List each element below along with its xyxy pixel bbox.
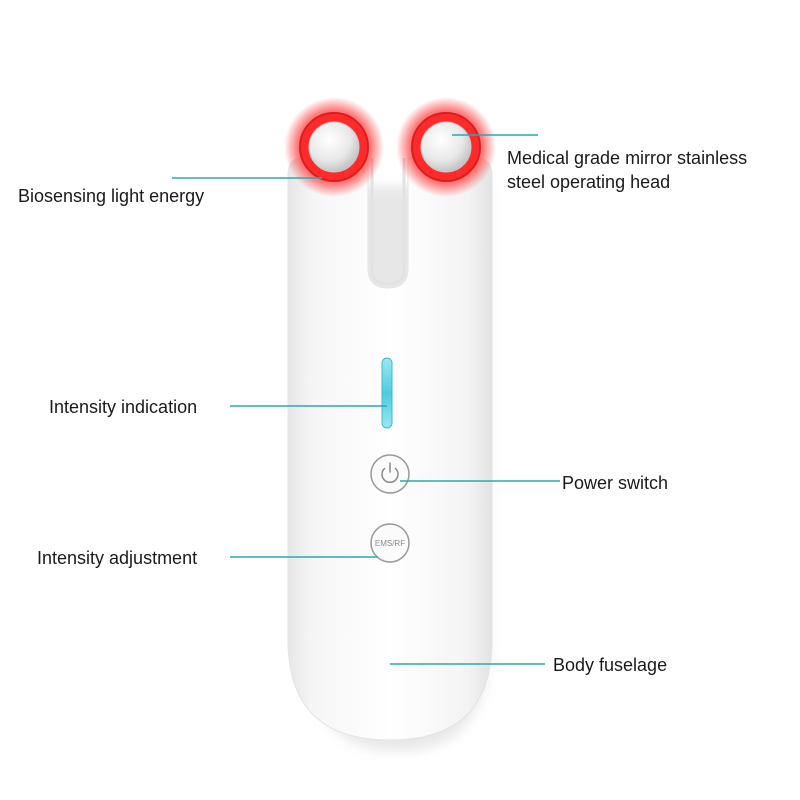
ems-rf-button[interactable] [370, 523, 410, 563]
ems-rf-button-label: EMS/RF [375, 539, 405, 548]
left-steel-head [308, 121, 360, 173]
right-steel-head [420, 121, 472, 173]
intensity-indicator-bar [381, 357, 393, 429]
label-mirror-line2: steel operating head [507, 172, 670, 192]
slot-shadow [370, 158, 406, 286]
label-body-fuselage: Body fuselage [553, 655, 667, 675]
power-icon [381, 462, 399, 483]
label-intensity-indication: Intensity indication [49, 397, 197, 417]
power-button[interactable] [370, 454, 410, 494]
label-biosensing: Biosensing light energy [18, 186, 204, 206]
label-power-switch: Power switch [562, 473, 668, 493]
label-mirror-line1: Medical grade mirror stainless [507, 148, 747, 168]
label-intensity-adjustment: Intensity adjustment [37, 548, 197, 568]
